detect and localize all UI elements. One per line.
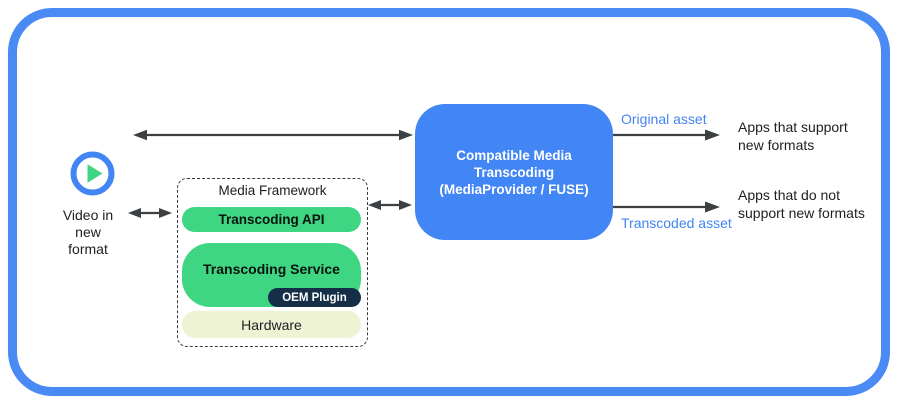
- play-icon-svg: [70, 151, 115, 196]
- hardware-block: Hardware: [182, 311, 361, 338]
- apps-support-label: Apps that support new formats: [738, 119, 848, 153]
- apps-no-support-label: Apps that do not support new formats: [738, 187, 865, 221]
- oem-plugin-block: OEM Plugin: [268, 288, 361, 307]
- video-source-label: Video in new format: [62, 207, 114, 257]
- transcoding-api-block: Transcoding API: [182, 207, 361, 232]
- diagram-frame: [8, 8, 890, 396]
- play-icon: [70, 151, 115, 196]
- media-framework-title: Media Framework: [218, 183, 327, 198]
- play-icon-triangle: [87, 164, 103, 183]
- compatible-media-transcoding-block: Compatible Media Transcoding (MediaProvi…: [415, 104, 613, 240]
- media-framework-box: [177, 178, 368, 347]
- original-asset-label: Original asset: [621, 111, 707, 127]
- transcoded-asset-label: Transcoded asset: [621, 215, 732, 231]
